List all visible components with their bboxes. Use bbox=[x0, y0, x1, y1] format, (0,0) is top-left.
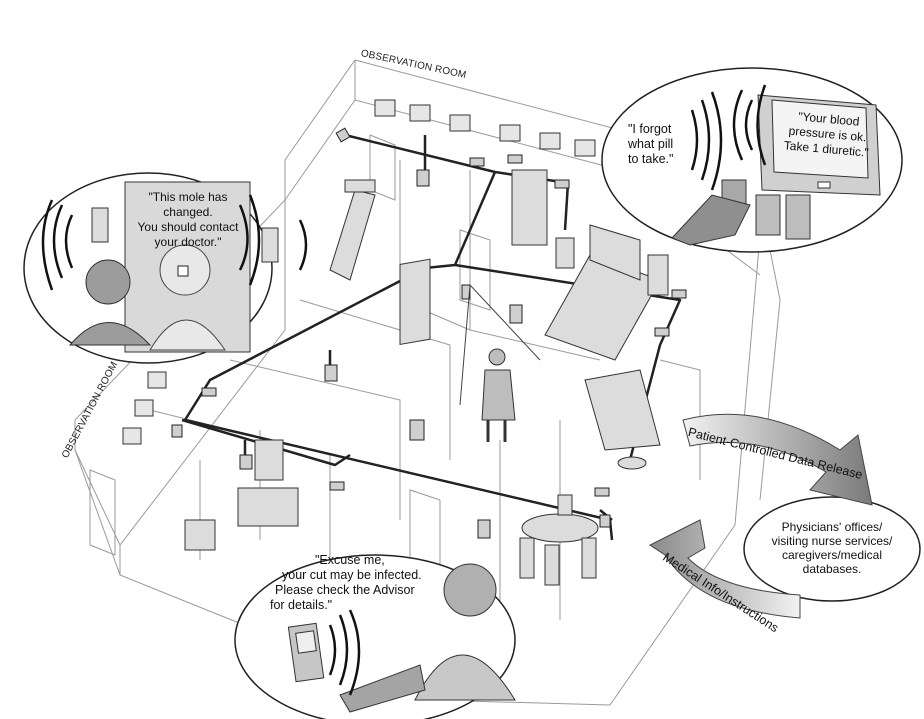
lamp-base bbox=[617, 456, 647, 470]
wall-display bbox=[399, 258, 431, 346]
camera-icon bbox=[329, 481, 345, 491]
nightstand bbox=[647, 254, 669, 296]
destination-text: Physicians' offices/ visiting nurse serv… bbox=[748, 520, 916, 576]
treadmill bbox=[329, 189, 376, 281]
bp-message: "Your blood pressure is ok. Take 1 diure… bbox=[778, 108, 877, 161]
camera-icon bbox=[469, 157, 485, 167]
side-table bbox=[555, 237, 575, 269]
chair bbox=[519, 537, 535, 579]
camera-icon bbox=[594, 487, 610, 497]
bubble-mole bbox=[23, 172, 308, 364]
camera-icon bbox=[171, 424, 183, 438]
camera-icon bbox=[507, 154, 523, 164]
camera-icon bbox=[554, 179, 570, 189]
vanity bbox=[237, 487, 299, 527]
camera-icon bbox=[201, 387, 217, 397]
mole-line-2: You should contact bbox=[137, 220, 239, 234]
pill-line-2: what pill bbox=[628, 137, 674, 151]
sensor-box bbox=[477, 519, 491, 539]
bubble-cut bbox=[234, 554, 516, 719]
speaker-icon bbox=[261, 227, 279, 263]
mole-message: "This mole has changed. You should conta… bbox=[128, 190, 248, 250]
hand bbox=[671, 194, 751, 246]
medical-info-arrow bbox=[649, 519, 801, 619]
person-icon bbox=[481, 348, 516, 442]
pill-line-1: "I forgot bbox=[628, 122, 672, 136]
woman-head bbox=[443, 563, 497, 617]
observation-monitors-left bbox=[122, 371, 167, 445]
patient-head bbox=[85, 259, 131, 305]
mole-line-3: your doctor." bbox=[154, 235, 222, 249]
pill-message: "I forgot what pill to take." bbox=[628, 122, 698, 167]
bubble-pill bbox=[601, 67, 903, 253]
destination-line-1: Physicians' offices/ bbox=[781, 520, 883, 534]
destination-line-4: databases. bbox=[802, 562, 862, 576]
bed bbox=[544, 254, 661, 361]
data-release-arrow bbox=[682, 413, 873, 506]
camera-icon bbox=[654, 327, 670, 337]
pill-bottle bbox=[785, 194, 811, 240]
chair bbox=[544, 544, 560, 586]
camera-icon bbox=[335, 127, 351, 143]
destination-bubble bbox=[743, 496, 921, 602]
camera-icon bbox=[671, 289, 687, 299]
chair bbox=[557, 494, 573, 516]
sensor-box bbox=[324, 364, 338, 382]
sensor-box bbox=[509, 304, 523, 324]
mirror bbox=[254, 439, 284, 481]
sensor-box bbox=[416, 169, 430, 187]
chair bbox=[581, 537, 597, 579]
pill-line-3: to take." bbox=[628, 152, 674, 166]
destination-line-3: caregivers/medical bbox=[781, 548, 883, 562]
cabinet bbox=[511, 169, 548, 246]
observation-monitors-top bbox=[374, 99, 596, 157]
cut-line-4: for details." bbox=[270, 598, 333, 612]
destination-line-2: visiting nurse services/ bbox=[771, 534, 893, 548]
chair bbox=[184, 519, 216, 551]
arm bbox=[339, 664, 426, 713]
camera-icon bbox=[599, 514, 611, 528]
speaker-icon bbox=[91, 207, 109, 243]
cut-line-1: "Excuse me, bbox=[315, 553, 385, 567]
cut-message: "Excuse me, your cut may be infected. Pl… bbox=[270, 553, 460, 613]
mole-line-1: "This mole has changed. bbox=[148, 190, 228, 219]
pill-bottle bbox=[755, 194, 781, 236]
sensor-box bbox=[239, 454, 253, 470]
cut-line-2: your cut may be infected. bbox=[282, 568, 422, 582]
cut-line-3: Please check the Advisor bbox=[275, 583, 415, 597]
sofa bbox=[584, 369, 661, 451]
camera-icon bbox=[461, 284, 471, 300]
sensor-box bbox=[409, 419, 425, 441]
furniture bbox=[184, 169, 669, 586]
